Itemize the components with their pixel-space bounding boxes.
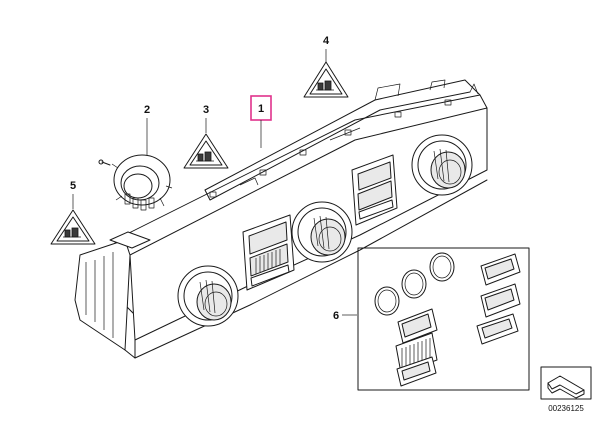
- right-rotary-knob: [411, 134, 473, 196]
- callout-6: 6: [333, 310, 357, 322]
- part-number-text: 00236125: [548, 404, 584, 413]
- warning-triangle-icon: [303, 61, 349, 98]
- callout-6-label: 6: [333, 310, 339, 322]
- left-button-cluster: [242, 214, 295, 291]
- center-rotary-knob: [291, 201, 353, 263]
- warning-triangle-icon: [50, 209, 96, 245]
- callout-1-label: 1: [258, 103, 264, 115]
- callout-3: 3: [203, 104, 209, 133]
- callout-1: 1: [250, 95, 272, 148]
- callout-5: 5: [70, 180, 76, 209]
- callout-4: 4: [323, 35, 330, 62]
- parts-kit-box: [357, 247, 530, 391]
- callout-5-label: 5: [70, 180, 76, 192]
- warning-triangle-icon: [183, 133, 229, 169]
- left-rotary-knob: [177, 265, 239, 327]
- part-number-stamp: 00236125: [540, 366, 592, 413]
- callout-3-label: 3: [203, 104, 209, 116]
- kit-rings: [374, 252, 455, 316]
- kit-buttons-right: [476, 253, 521, 345]
- callout-4-label: 4: [323, 35, 330, 47]
- callout-2: 2: [144, 104, 150, 155]
- right-button-cluster: [351, 154, 398, 226]
- rotary-ring-part: [98, 154, 173, 211]
- callout-2-label: 2: [144, 104, 150, 116]
- kit-buttons-left: [395, 308, 438, 387]
